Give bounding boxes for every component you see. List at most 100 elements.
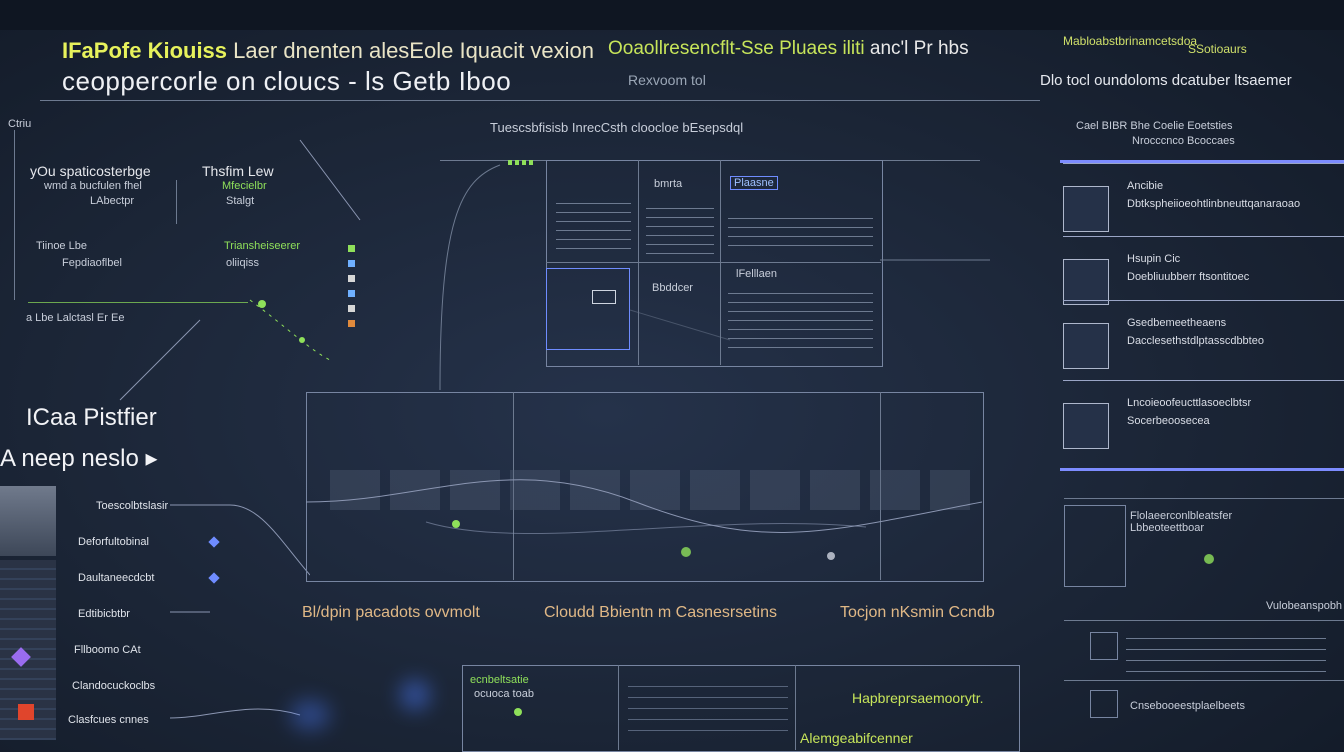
grid-row-1 <box>546 262 881 263</box>
left-label-6: Mfecielbr <box>222 180 267 192</box>
right-lower-icon-box <box>1090 632 1118 660</box>
left-label-2: yOu spaticosterbge <box>30 163 151 179</box>
grid-small-box <box>592 290 616 304</box>
left-label-10: Triansheiseerer <box>224 240 301 252</box>
grid-cell-4: lFelllaen <box>736 268 777 280</box>
left-heading-2-text: neep neslo <box>21 445 139 472</box>
grid-highlight-box <box>546 268 630 350</box>
row-4-title: Lncoieoofeucttlasoeclbtsr <box>1127 397 1252 409</box>
right-lower-box <box>1064 505 1126 587</box>
left-label-5: Thsfim Lew <box>202 163 274 179</box>
list-item-3[interactable]: Daultaneecdcbt <box>78 572 155 584</box>
grid-text-lines-3 <box>728 210 873 250</box>
secondary-title-accent: Ooaollresencflt-Sse Pluaes iliti <box>608 38 865 59</box>
bottom-panel-divider-1 <box>618 665 619 750</box>
bottom-box-lines <box>628 676 788 736</box>
list-item-6[interactable]: Clandocuckoclbs <box>72 680 156 692</box>
row-1-title: Ancibie <box>1127 180 1164 192</box>
row-1-desc: Dbtkspheiioeohtlinbneuttqanaraoao <box>1127 198 1301 210</box>
bottom-label-2: Cloudd Bbientn m Casnesrsetins <box>544 604 778 621</box>
right-row-1[interactable]: Ancibie Dbtkspheiioeohtlinbneuttqanaraoa… <box>1063 163 1344 250</box>
top-right-label-2: SSotioaurs <box>1188 42 1247 56</box>
grid-cell-2[interactable]: Plaasne <box>730 176 778 190</box>
secondary-title-rest: anc'l Pr hbs <box>869 38 969 59</box>
grid-cell-3: Bbddcer <box>652 282 693 294</box>
left-green-rule <box>28 302 248 303</box>
left-label-9: Fepdiaoflbel <box>62 257 122 269</box>
header-divider <box>40 100 1040 101</box>
row-4-desc: Socerbeoosecea <box>1127 415 1210 427</box>
row-2-desc: Doebliuubberr ftsontitoec <box>1127 271 1250 283</box>
right-row-2[interactable]: Hsupin Cic Doebliuubberr ftsontitoec <box>1063 236 1344 323</box>
list-item-4[interactable]: Edtibicbtbr <box>78 608 130 620</box>
flow-divider-2 <box>880 392 881 580</box>
top-right-label-3: Dlo tocl oundoloms dcatuber ltsaemer <box>1040 72 1292 89</box>
right-heading-2: Nrocccnco Bcoccaes <box>1132 135 1235 147</box>
blue-glow-2 <box>290 700 330 730</box>
main-title-rest: Laer dnenten alesEole Iquacit vexion <box>233 38 594 63</box>
flow-divider-1 <box>513 392 514 580</box>
row-3-icon <box>1063 323 1109 369</box>
right-lower-label-3: Vulobeanspobh <box>1266 600 1343 612</box>
legend-swatches <box>348 245 355 355</box>
center-caption: Tuescsbfisisb InrecCsth cloocloe bEsepsd… <box>490 120 744 135</box>
right-row-3[interactable]: Gsedbemeetheaens Dacclesethstdlptasscdbb… <box>1063 300 1344 387</box>
bottom-green-dot <box>514 708 522 716</box>
right-list-panel <box>1060 160 1344 471</box>
left-label-4: LAbectpr <box>90 195 135 207</box>
bottom-label-3: Tocjon nKsmin Ccndb <box>840 604 995 621</box>
right-lower-rule-1 <box>1064 498 1344 499</box>
flow-text-rows <box>320 470 970 510</box>
header-caption: Rexvoom tol <box>628 72 706 88</box>
bottom-box-label-3: Hapbreprsaemoorytr. <box>852 690 984 706</box>
grid-cell-1: bmrta <box>654 178 683 190</box>
left-connector-lines <box>119 139 361 401</box>
left-vertical-line <box>14 130 15 300</box>
left-bracket <box>176 180 177 224</box>
left-heading-2: A neep neslo ▸ <box>0 445 158 472</box>
right-lower-dot <box>1204 554 1214 564</box>
bottom-panel-divider-2 <box>795 665 796 750</box>
left-label-ctriu: Ctriu <box>8 118 32 130</box>
bottom-box-label-4: Alemgeabifcenner <box>800 730 913 746</box>
bottom-box-label-1: ecnbeltsatie <box>470 674 529 686</box>
list-item-5[interactable]: Fllboomo CAt <box>74 644 141 656</box>
row-1-icon <box>1063 186 1109 232</box>
main-title: IFaPofe Kiouiss Laer dnenten alesEole Iq… <box>62 38 594 64</box>
right-lower-rule-3 <box>1064 680 1344 681</box>
left-heading-1: ICaa Pistfier <box>26 404 157 431</box>
list-item-1[interactable]: Toescolbtslasir <box>96 500 169 512</box>
list-item-7[interactable]: Clasfcues cnnes <box>68 714 149 726</box>
left-label-8: Tiinoe Lbe <box>36 240 87 252</box>
center-grid-panel <box>546 160 883 367</box>
list-item-2[interactable]: Deforfultobinal <box>78 536 149 548</box>
right-row-4[interactable]: Lncoieoofeucttlasoeclbtsr Socerbeoosecea <box>1063 380 1344 467</box>
row-2-title: Hsupin Cic <box>1127 253 1181 265</box>
red-marker-icon <box>18 704 34 720</box>
right-lower-rule-2 <box>1064 620 1344 621</box>
blue-glow-1 <box>400 680 430 710</box>
row-2-icon <box>1063 259 1109 305</box>
secondary-title: Ooaollresencflt-Sse Pluaes iliti anc'l P… <box>608 38 969 60</box>
left-label-12: a Lbe Lalctasl Er Ee <box>26 312 125 324</box>
list-connectors <box>170 504 310 719</box>
top-bar <box>0 0 1344 30</box>
row-3-title: Gsedbemeetheaens <box>1127 317 1227 329</box>
bottom-box-label-2: ocuoca toab <box>474 688 534 700</box>
grid-text-lines-4 <box>728 285 873 350</box>
green-dots <box>508 160 536 165</box>
left-label-3: wmd a bucfulen fhel <box>44 180 142 192</box>
grid-text-lines-1 <box>556 195 631 255</box>
left-label-11: oliiqiss <box>226 257 260 269</box>
row-4-icon <box>1063 403 1109 449</box>
top-right-label-1: Mabloabstbrinamcetsdoa <box>1063 34 1198 48</box>
right-lower-label-1: Flolaeerconlbleatsfer <box>1130 510 1233 522</box>
center-flow-panel <box>306 392 984 582</box>
right-lower-lines <box>1126 628 1326 672</box>
row-3-desc: Dacclesethstdlptasscdbbteo <box>1127 335 1264 347</box>
right-lower-icon-box-2 <box>1090 690 1118 718</box>
main-subtitle: ceoppercorle on cloucs - ls Getb Iboo <box>62 66 512 96</box>
bottom-label-1: Bl/dpin pacadots ovvmolt <box>302 604 480 621</box>
flow-curves <box>306 479 982 560</box>
right-heading: Cael BIBR Bhe Coelie Eoetsties <box>1076 120 1233 132</box>
